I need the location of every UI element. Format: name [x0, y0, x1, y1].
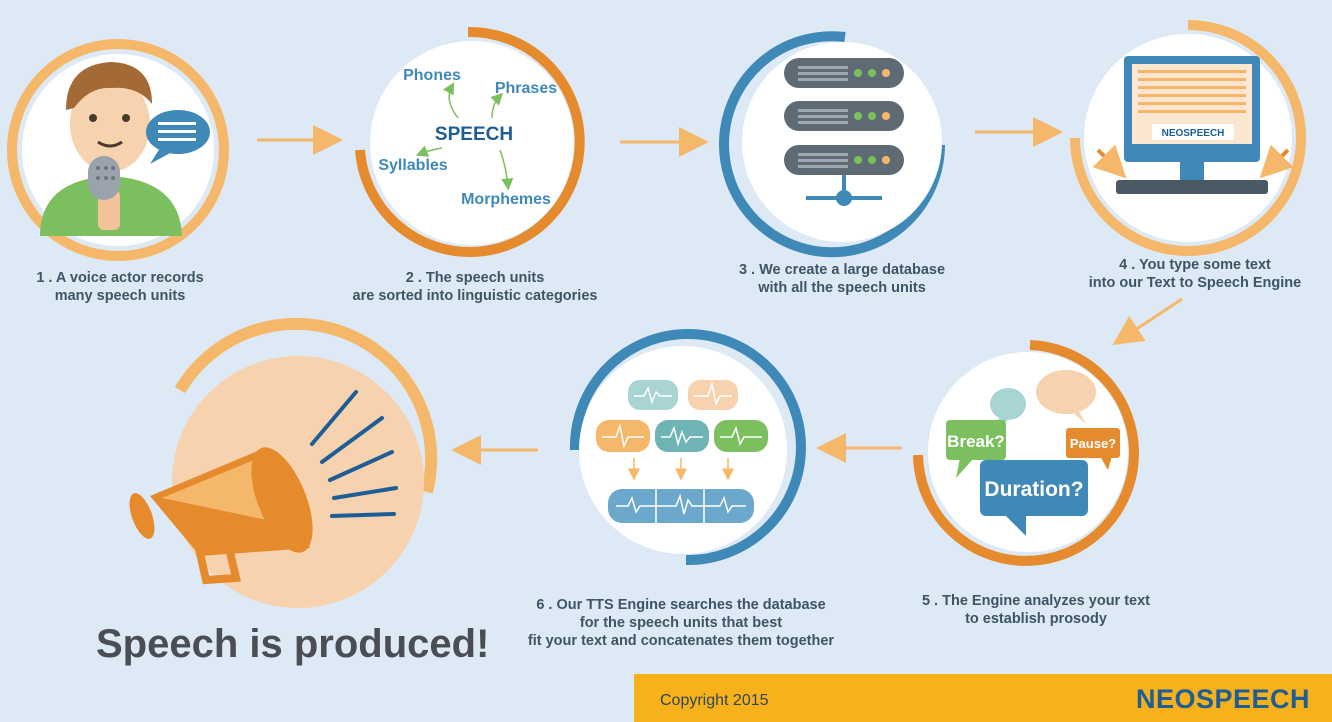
result-circle — [172, 317, 438, 608]
monitor-neospeech-logo: NEOSPEECH — [1162, 128, 1225, 139]
voice-actor-icon — [40, 62, 182, 236]
step-4-caption: 4 . You type some text into our Text to … — [1088, 257, 1302, 291]
speech-bubble-icon — [146, 110, 210, 164]
prosody-bubbles — [946, 370, 1120, 536]
footer-bar: Copyright 2015 NEOSPEECH — [634, 674, 1332, 722]
neospeech-logo: NEOSPEECH — [1135, 684, 1310, 714]
category-morphemes: Morphemes — [461, 191, 551, 208]
category-arrows — [415, 82, 514, 191]
result-title: Speech is produced! — [96, 622, 490, 666]
category-phrases: Phrases — [495, 80, 557, 97]
monitor-icon: NEOSPEECH — [1092, 56, 1294, 194]
step-6-caption: 6 . Our TTS Engine searches the database… — [527, 597, 835, 649]
prosody-duration-label: Duration? — [984, 478, 1083, 501]
prosody-pause-label: Pause? — [1070, 436, 1116, 451]
copyright-text: Copyright 2015 — [660, 692, 769, 709]
category-center-speech: SPEECH — [435, 124, 513, 145]
category-syllables: Syllables — [378, 157, 447, 174]
step-1-caption: 1 . A voice actor records many speech un… — [36, 270, 204, 304]
step-3-caption: 3 . We create a large database with all … — [738, 262, 946, 296]
server-icon — [784, 58, 904, 206]
step-5-caption: 5 . The Engine analyzes your text to est… — [921, 593, 1151, 627]
flow-arrow-4 — [1112, 297, 1183, 345]
megaphone-icon — [129, 390, 398, 585]
waveform-search-icon — [596, 380, 768, 523]
prosody-break-label: Break? — [947, 432, 1005, 451]
category-phones: Phones — [403, 67, 461, 84]
step-2-circle — [355, 26, 585, 257]
step-3-circle — [719, 31, 945, 258]
step-2-caption: 2 . The speech units are sorted into lin… — [352, 270, 598, 304]
